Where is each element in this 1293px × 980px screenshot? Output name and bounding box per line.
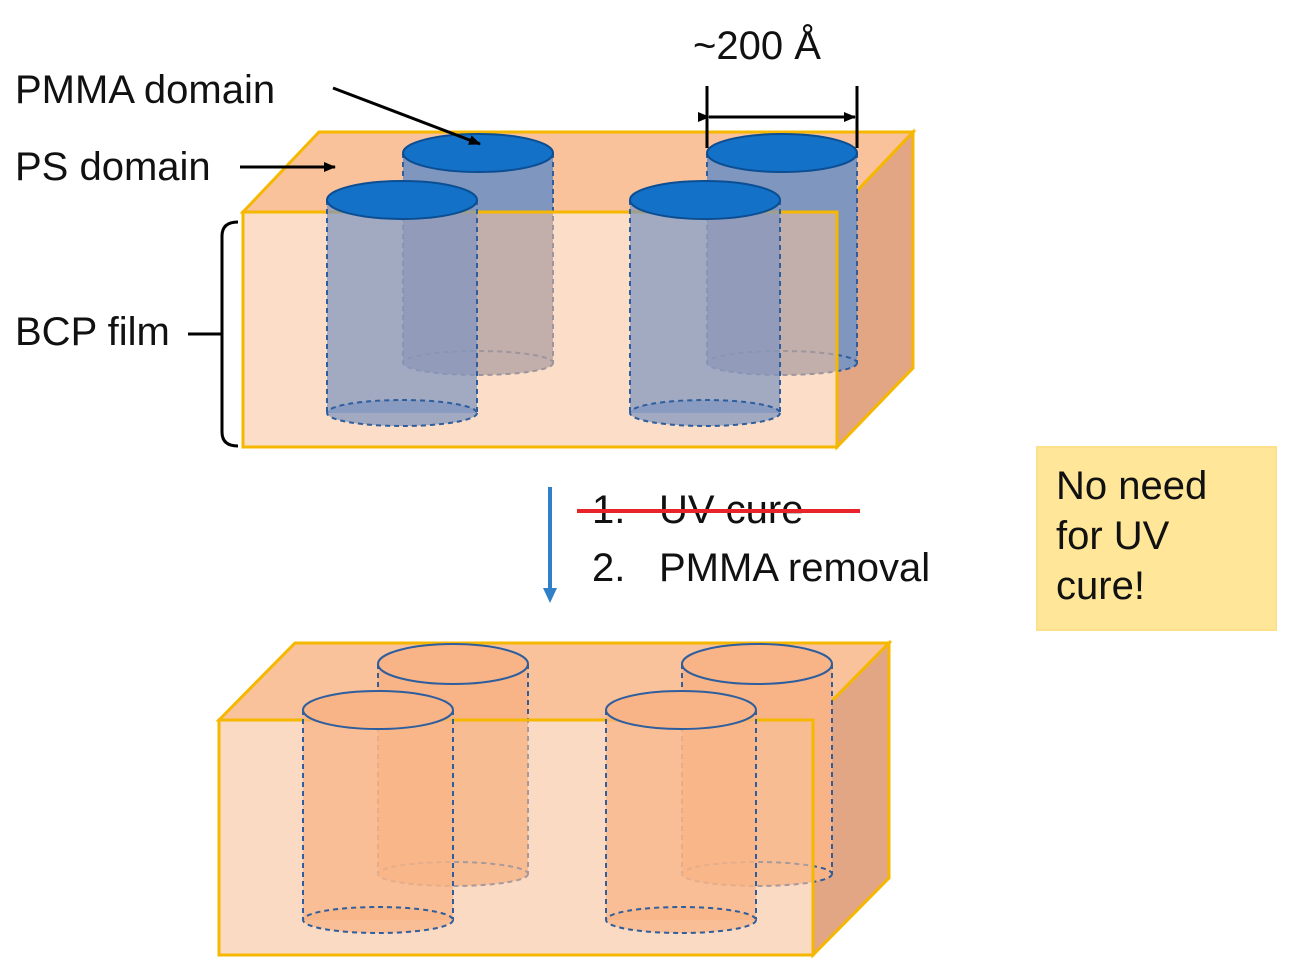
step2-number: 2. <box>592 546 625 590</box>
pmma-domain-arrow <box>332 86 481 146</box>
pore-front-left <box>302 690 454 934</box>
pmma-domain-label: PMMA domain <box>15 68 275 112</box>
bcp-film-label: BCP film <box>15 310 170 354</box>
bcp-film-block-top <box>239 128 917 451</box>
dimension-label: ~200 Å <box>693 23 821 68</box>
note-line-1: No need <box>1056 464 1208 508</box>
step2-text: PMMA removal <box>659 546 930 590</box>
pmma-cylinder-front-left <box>326 180 478 427</box>
note-box: No need for UV cure! <box>1037 447 1276 630</box>
ps-domain-label: PS domain <box>15 145 211 189</box>
bcp-film-bracket <box>220 220 239 448</box>
note-line-3: cure! <box>1056 564 1145 608</box>
process-arrow <box>543 487 557 603</box>
note-box-background <box>1036 446 1277 631</box>
note-line-2: for UV <box>1056 514 1170 558</box>
pmma-cylinder-front-right <box>629 180 781 427</box>
porous-film-block-bottom <box>215 639 893 959</box>
pore-front-right <box>605 690 757 934</box>
